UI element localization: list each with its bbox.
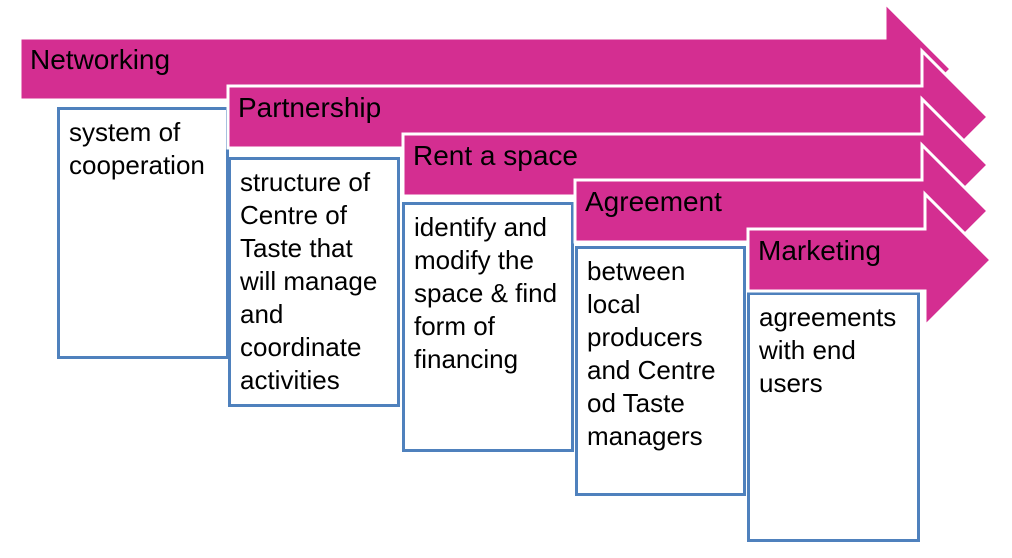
description-box-networking: system of cooperation xyxy=(57,107,229,359)
description-box-rent-a-space: identify and modify the space & find for… xyxy=(402,202,574,452)
arrow-label-agreement: Agreement xyxy=(585,186,722,217)
arrow-label-marketing: Marketing xyxy=(758,235,881,266)
arrow-label-networking: Networking xyxy=(30,44,171,75)
arrow-label-rent-a-space: Rent a space xyxy=(413,140,578,171)
description-text-partnership: structure of Centre of Taste that will m… xyxy=(240,167,378,395)
description-text-marketing: agreements with end users xyxy=(759,302,897,398)
arrow-label-partnership: Partnership xyxy=(238,92,382,123)
description-box-agreement: between local producers and Centre od Ta… xyxy=(575,246,746,496)
description-box-partnership: structure of Centre of Taste that will m… xyxy=(228,157,400,407)
description-text-networking: system of cooperation xyxy=(69,117,205,180)
description-text-agreement: between local producers and Centre od Ta… xyxy=(587,256,716,451)
description-text-rent-a-space: identify and modify the space & find for… xyxy=(414,212,558,374)
description-box-marketing: agreements with end users xyxy=(747,292,920,542)
